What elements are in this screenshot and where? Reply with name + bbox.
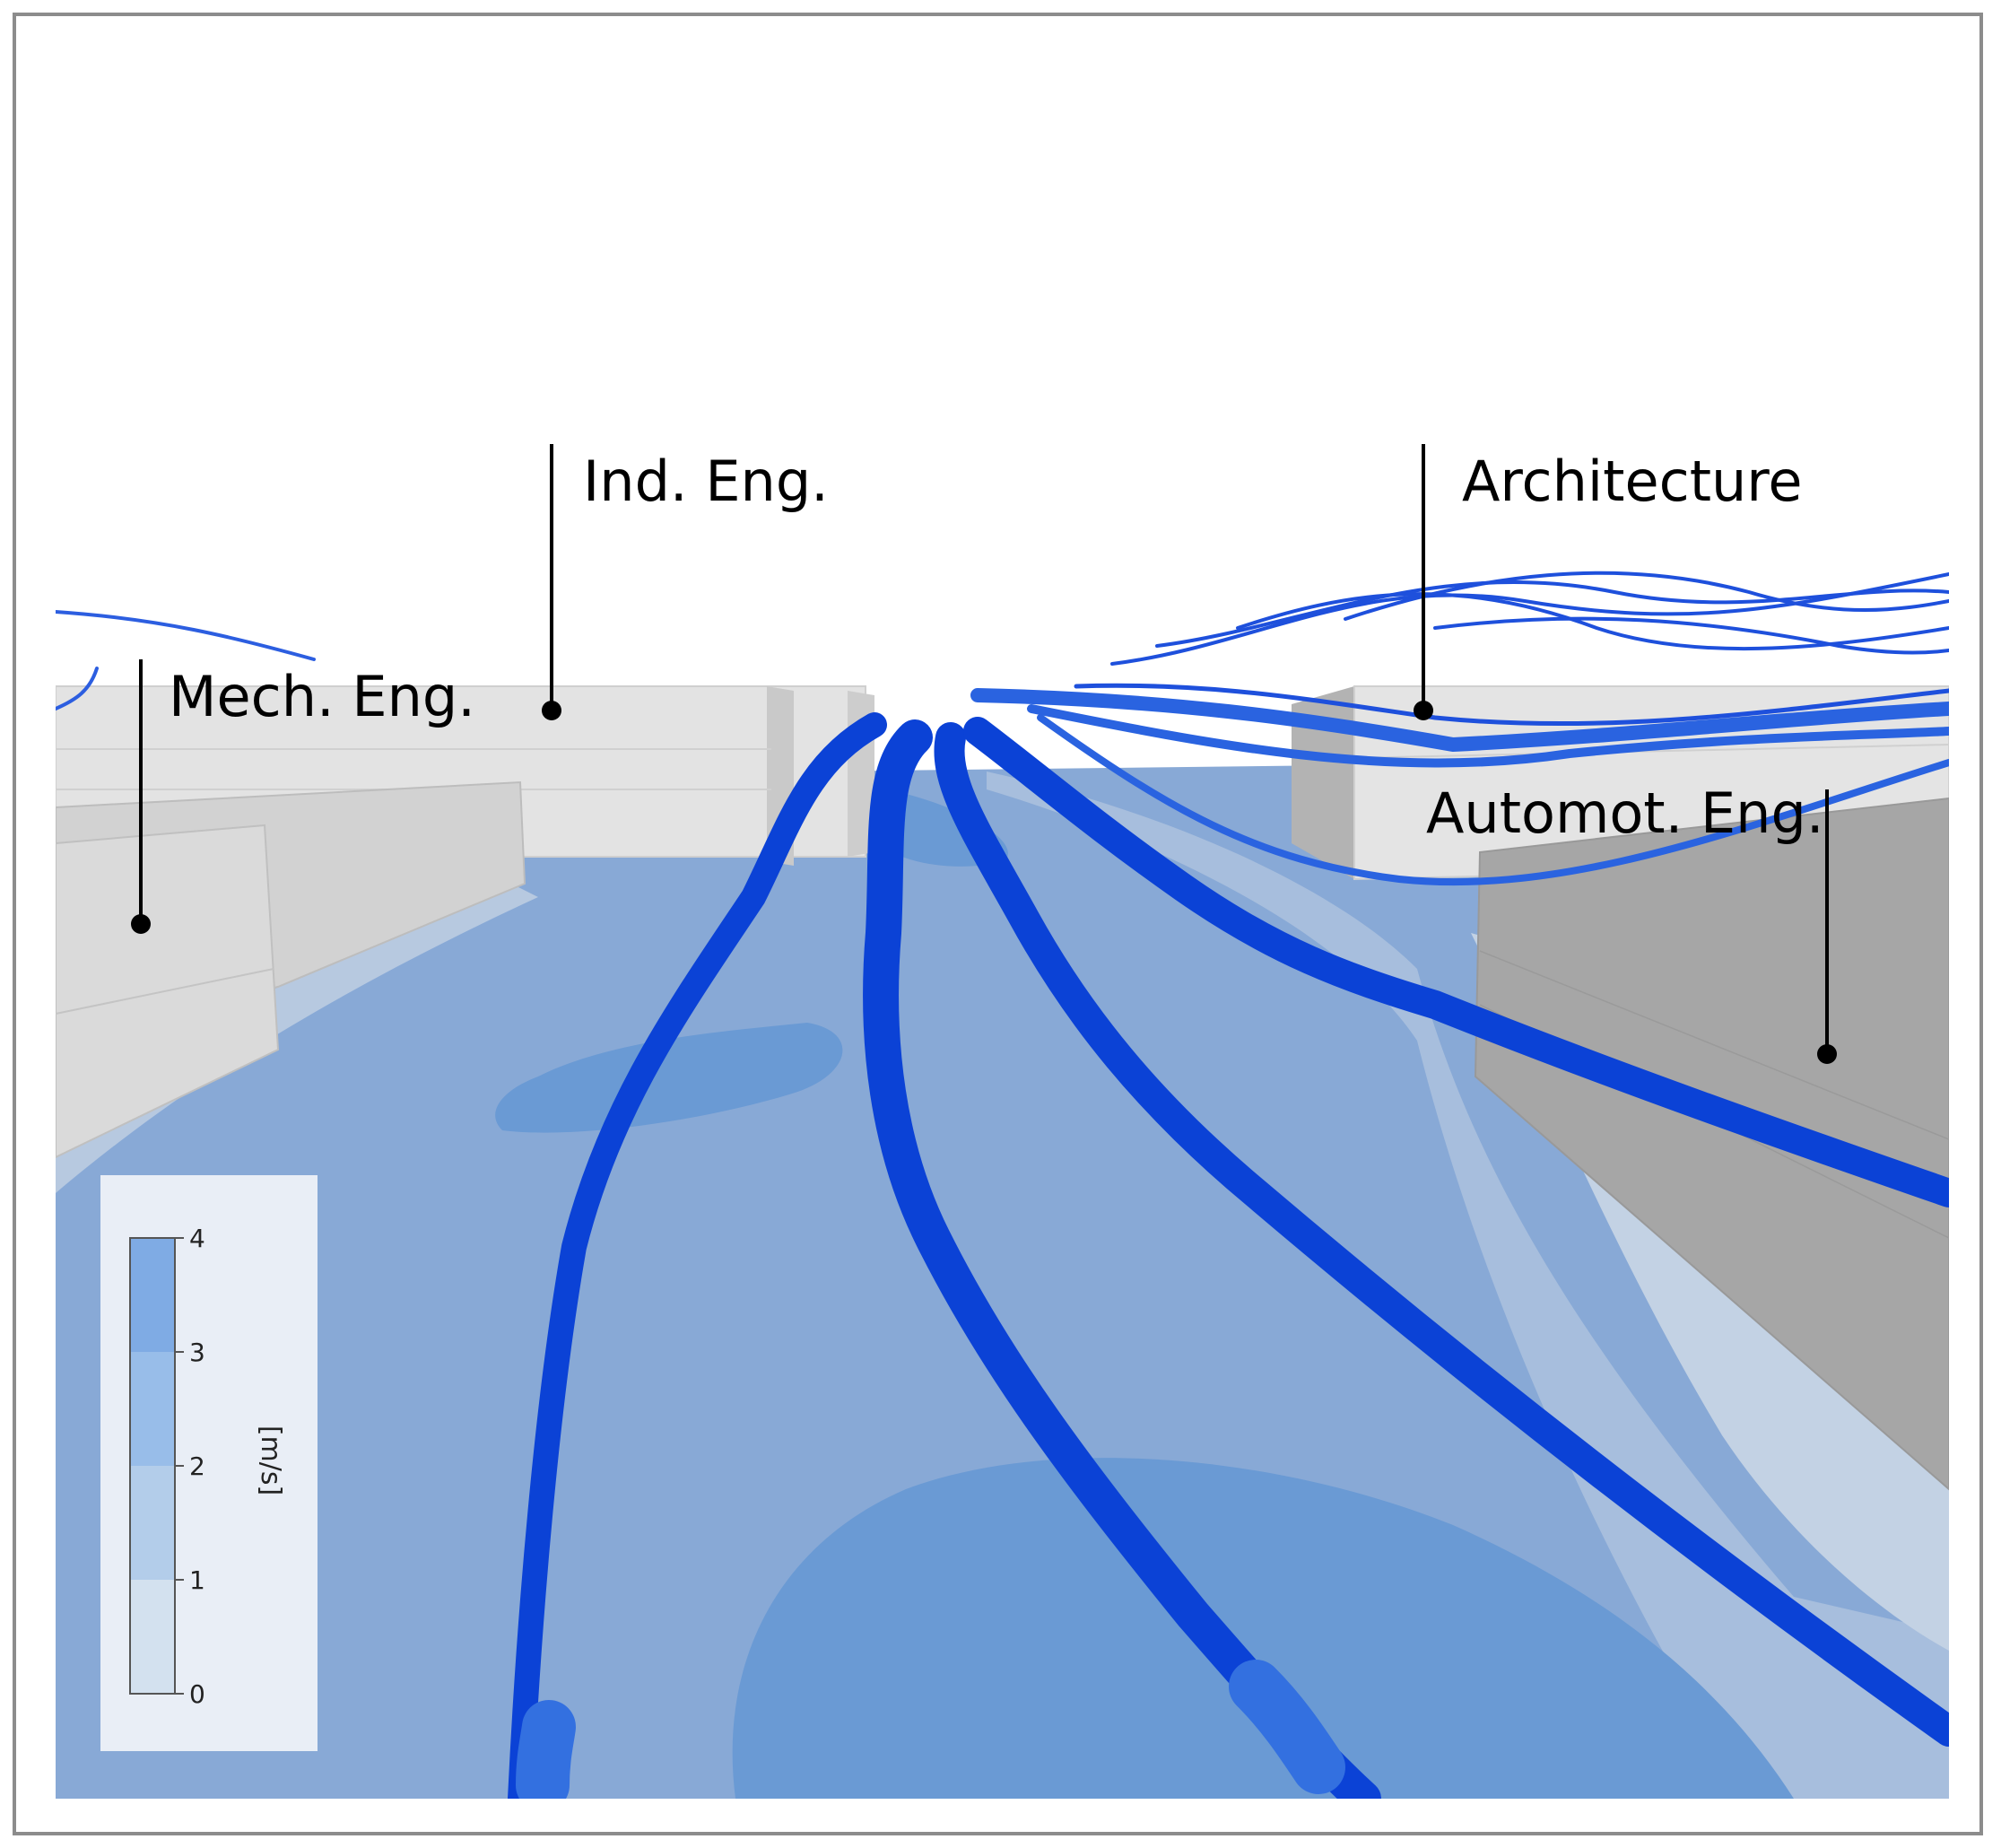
colorbar-bands	[130, 1238, 175, 1694]
building-labels: Mech. Eng. Ind. Eng. Architecture Automo…	[131, 444, 1837, 1064]
colorbar-band	[130, 1580, 175, 1694]
ground-zone-fast-mid	[495, 1023, 843, 1133]
label-architecture: Architecture	[1462, 449, 1803, 514]
streamline-high-5	[1433, 616, 1949, 655]
ground-zone-left-edge	[56, 879, 538, 1193]
streamline-mid-3	[1037, 714, 1949, 886]
marker-automot-eng	[1817, 1044, 1837, 1064]
colorbar-tick-label: 2	[189, 1451, 205, 1481]
colorbar-ticks: 0 1 2 3 4	[175, 1224, 205, 1709]
marker-mech-eng	[131, 914, 151, 934]
streamline-high-left-2	[56, 667, 99, 710]
colorbar-tick-label: 3	[189, 1338, 205, 1367]
streamline-high-4	[1344, 571, 1949, 621]
streamline-high-1	[1110, 572, 1949, 666]
streamline-ground-2	[863, 719, 1381, 1799]
colorbar-band	[130, 1466, 175, 1580]
colorbar-tick-label: 4	[189, 1224, 205, 1253]
label-automot-eng: Automot. Eng.	[1426, 780, 1824, 846]
colorbar-band	[130, 1238, 175, 1352]
streamline-mid-thick	[970, 688, 1949, 753]
buildings	[56, 685, 1949, 1491]
streamline-ground-4	[963, 717, 1949, 1207]
streamlines	[56, 571, 1949, 1799]
streamline-ground-1	[508, 712, 887, 1799]
building-arch-side	[1292, 686, 1354, 879]
streamline-high-2	[1155, 580, 1949, 648]
streamline-high-left	[56, 610, 316, 661]
colorbar-unit: [m/s]	[255, 1425, 286, 1495]
colorbar-panel: 0 1 2 3 4 [m/s]	[100, 1175, 318, 1751]
colorbar-tick-label: 0	[189, 1679, 205, 1709]
streamline-segment-light-1	[516, 1700, 576, 1799]
label-mech-eng: Mech. Eng.	[169, 664, 475, 729]
streamline-high-3	[1236, 592, 1949, 651]
streamline-mid-2	[1027, 704, 1949, 768]
marker-ind-eng	[542, 701, 561, 720]
scene-viewport	[56, 571, 1949, 1799]
streamline-ground-3	[934, 722, 1949, 1747]
colorbar-band	[130, 1352, 175, 1466]
colorbar-tick-label: 1	[189, 1565, 205, 1595]
ground-zone-fast-near	[732, 1458, 1795, 1799]
streamline-segment-light-2	[1229, 1660, 1345, 1794]
streamline-mid-1	[1074, 683, 1949, 727]
label-ind-eng: Ind. Eng.	[583, 449, 829, 514]
marker-architecture	[1414, 701, 1433, 720]
